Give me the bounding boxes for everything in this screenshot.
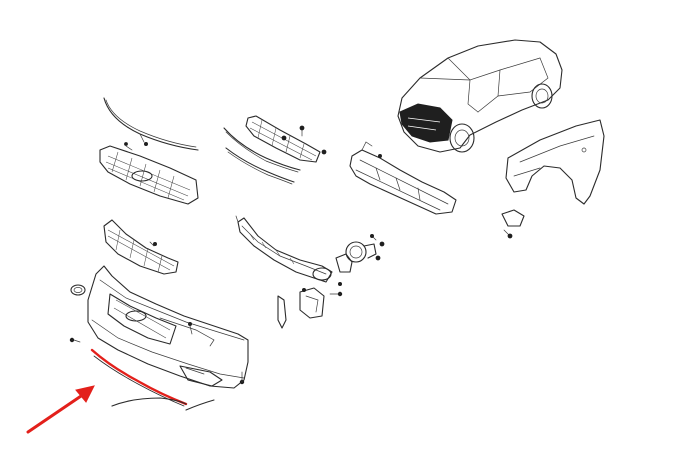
red-arrow-icon <box>26 385 95 434</box>
fog-lamp-bracket <box>335 233 385 273</box>
front-fender <box>501 119 605 239</box>
lower-chrome-strips <box>111 397 215 411</box>
kia-emblem <box>70 284 86 296</box>
front-bumper <box>69 265 249 389</box>
lower-bumper-trim-strip <box>90 348 188 407</box>
lower-grille <box>103 219 179 275</box>
hood-chrome-strip <box>103 97 199 151</box>
upper-radiator-grille <box>99 142 199 205</box>
lower-bumper-cover <box>235 215 333 283</box>
car-illustration <box>397 39 563 153</box>
car-front-bumper-highlight <box>399 103 453 143</box>
side-bracket <box>277 281 343 329</box>
bumper-absorber <box>349 141 457 215</box>
center-grille-assembly <box>223 115 327 185</box>
